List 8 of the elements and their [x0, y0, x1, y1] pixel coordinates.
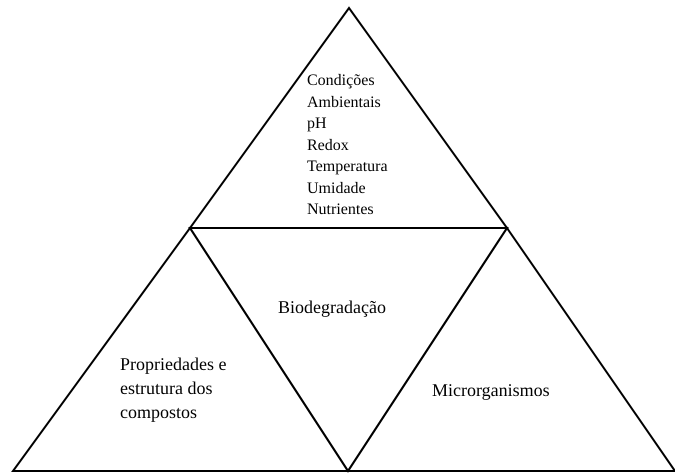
triangle-label: Temperatura: [307, 157, 388, 177]
triangle-label: Umidade: [307, 178, 366, 198]
triangle-label: Microrganismos: [432, 379, 550, 402]
triangle-label: Redox: [307, 136, 349, 156]
triangle-label: pH: [307, 114, 327, 134]
triangle-label: Biodegradação: [278, 296, 386, 319]
triangle-label: Nutrientes: [307, 200, 374, 220]
triangle-label: Propriedades e estrutura dos compostos: [120, 353, 228, 424]
